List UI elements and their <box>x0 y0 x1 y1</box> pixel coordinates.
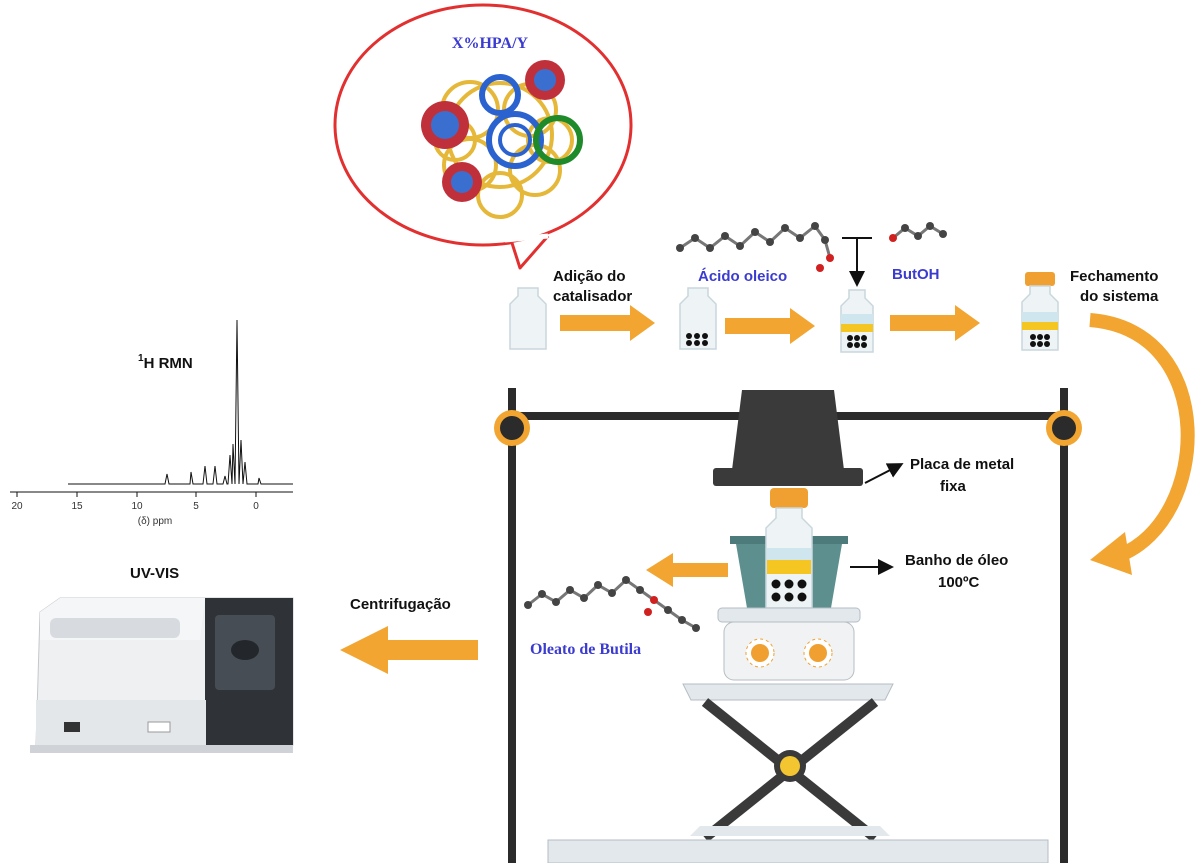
catalyst-title: X%HPA/Y <box>452 35 529 52</box>
nmr-tick: 20 <box>11 501 23 512</box>
svg-text:fixa: fixa <box>940 478 967 495</box>
nmr-trace <box>68 319 293 485</box>
nmr-xlabel: (δ) ppm <box>138 516 172 527</box>
label-metal-plate: Placa de metal fixa <box>910 456 1014 495</box>
arrow-to-vial-4 <box>890 305 980 341</box>
arrow-product-out <box>646 553 728 587</box>
vial-in-bath <box>765 488 813 609</box>
curved-arrow-to-reactor <box>1089 313 1195 575</box>
uvvis-title: UV-VIS <box>130 565 179 582</box>
svg-text:1H RMN: 1H RMN <box>138 353 193 372</box>
svg-text:Fechamento: Fechamento <box>1070 268 1158 285</box>
svg-text:Adição do: Adição do <box>553 268 626 285</box>
arrow-centrifugation <box>340 626 478 674</box>
arrow-to-vial-3 <box>725 308 815 344</box>
nmr-title: H RMN <box>144 355 193 372</box>
butanol-molecule-icon <box>889 222 947 242</box>
svg-text:Placa de metal: Placa de metal <box>910 456 1014 473</box>
nmr-tick: 10 <box>131 501 143 512</box>
addition-pointer <box>842 237 872 287</box>
uvvis-instrument <box>30 597 294 753</box>
butyl-oleate-molecule-icon <box>524 576 700 632</box>
metal-plate-press <box>713 390 863 486</box>
scissor-lift <box>547 683 1049 863</box>
catalyst-bubble: X%HPA/Y <box>333 3 633 270</box>
label-butyl-oleate: Oleato de Butila <box>530 641 641 658</box>
nmr-spectrum: 1H RMN 20 15 10 5 0 (δ) ppm <box>10 319 293 527</box>
vial-closed <box>1021 272 1059 351</box>
svg-text:do sistema: do sistema <box>1080 288 1159 305</box>
nmr-title-superscript: 1 <box>138 353 144 364</box>
step-label-add-catalyst: Adição do catalisador <box>553 268 632 305</box>
vial-with-catalyst <box>679 287 717 350</box>
vial-with-reagents <box>840 289 874 353</box>
label-oil-bath: Banho de óleo 100ºC <box>905 552 1008 591</box>
svg-text:100ºC: 100ºC <box>938 574 980 591</box>
channel-rings-icon <box>479 74 583 169</box>
oleic-acid-molecule-icon <box>676 222 834 272</box>
metal-plate-pointer <box>864 463 904 484</box>
label-centrifugation: Centrifugação <box>350 596 451 613</box>
nmr-tick: 0 <box>253 501 259 512</box>
hpa-cluster-icon <box>421 60 565 202</box>
step-label-close-system: Fechamento do sistema <box>1070 268 1159 305</box>
step-label-oleic-acid: Ácido oleico <box>698 268 787 285</box>
vial-empty <box>509 287 547 350</box>
svg-text:catalisador: catalisador <box>553 288 632 305</box>
step-label-butoh: ButOH <box>892 266 940 283</box>
arrow-to-vial-2 <box>560 305 655 341</box>
svg-text:Banho de óleo: Banho de óleo <box>905 552 1008 569</box>
nmr-tick: 5 <box>193 501 199 512</box>
hot-plate-stirrer <box>717 607 861 681</box>
nmr-tick: 15 <box>71 501 83 512</box>
